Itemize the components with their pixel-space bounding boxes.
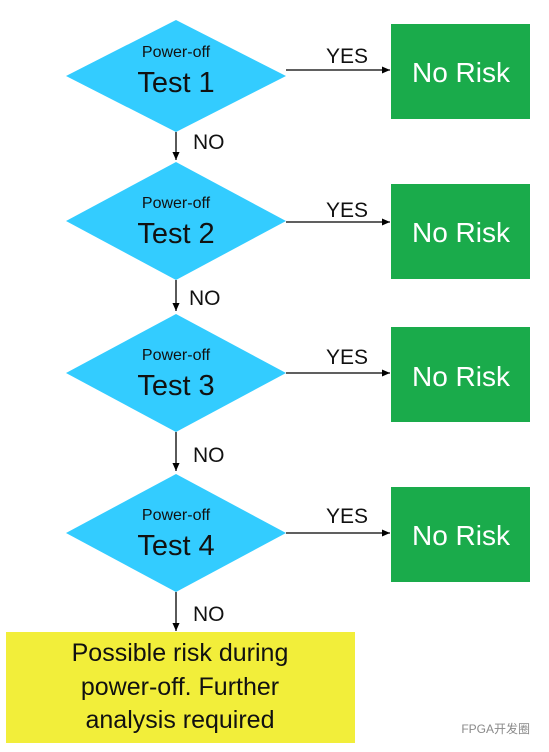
final-line-2: power-off. Further [81,673,279,701]
no-label-4: NO [193,603,225,626]
decision-title-3: Test 3 [137,370,214,402]
final-line-3: analysis required [86,706,275,734]
decision-diamond-2 [66,162,286,280]
no-label-2: NO [189,287,221,310]
yes-label-3: YES [326,346,368,369]
decision-subtitle-3: Power-off [142,347,211,364]
decision-title-4: Test 4 [137,530,214,562]
no-label-3: NO [193,444,225,467]
result-box-2 [391,184,530,279]
decision-diamond-4 [66,474,286,592]
decision-subtitle-1: Power-off [142,44,211,61]
result-label-4: No Risk [412,520,511,551]
yes-label-4: YES [326,505,368,528]
yes-label-2: YES [326,199,368,222]
final-box [6,632,355,743]
result-label-1: No Risk [412,57,511,88]
decision-title-2: Test 2 [137,218,214,250]
decision-subtitle-4: Power-off [142,507,211,524]
decision-subtitle-2: Power-off [142,195,211,212]
decision-title-1: Test 1 [137,67,214,99]
result-box-1 [391,24,530,119]
result-label-2: No Risk [412,217,511,248]
no-label-1: NO [193,131,225,154]
yes-label-1: YES [326,45,368,68]
result-box-4 [391,487,530,582]
watermark: FPGA开发圈 [461,721,530,736]
decision-diamond-3 [66,314,286,432]
result-box-3 [391,327,530,422]
final-line-1: Possible risk during [72,639,289,667]
result-label-3: No Risk [412,361,511,392]
decision-diamond-1 [66,20,286,132]
